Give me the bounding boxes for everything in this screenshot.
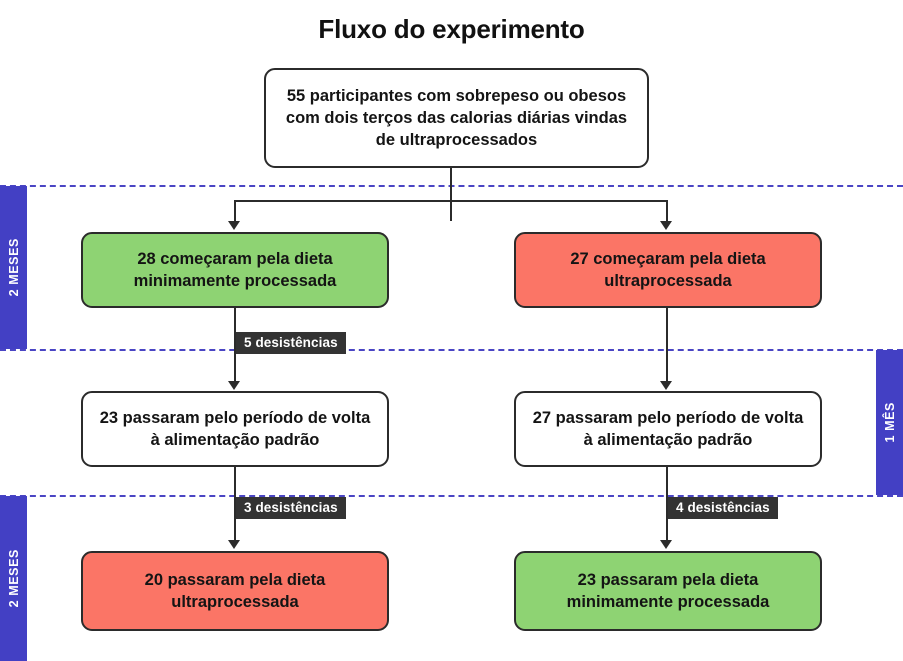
arrowhead-to-green-b [660, 540, 672, 549]
phase-separator-3 [0, 495, 903, 497]
connector-washout-left-to-red-b [234, 467, 237, 541]
node-washout-right: 27 passaram pelo período de volta à alim… [514, 391, 822, 467]
dropout-badge-after-first-phase-left: 5 desistências [236, 332, 346, 354]
dropout-badge-after-washout-right: 4 desistências [668, 497, 778, 519]
node-washout-left: 23 passaram pelo período de volta à alim… [81, 391, 389, 467]
phase-bar-left-top-label: 2 MESES [6, 238, 21, 297]
arrowhead-to-washout-right [660, 381, 672, 390]
phase-bar-left-top: 2 MESES [0, 186, 27, 349]
arrowhead-to-red-a [660, 221, 672, 230]
arrowhead-to-red-b [228, 540, 240, 549]
node-start-ultraprocessed: 27 começaram pela dieta ultraprocessada [514, 232, 822, 308]
phase-bar-right-middle-label: 1 MÊS [882, 402, 897, 443]
connector-red-a-to-washout-right [666, 308, 669, 382]
connector-enrollment-stem [450, 168, 453, 221]
connector-green-a-to-washout-left [234, 308, 237, 382]
connector-washout-right-to-green-b [666, 467, 669, 541]
phase-bar-left-bottom-label: 2 MESES [6, 549, 21, 608]
phase-bar-right-middle: 1 MÊS [876, 350, 903, 495]
connector-split-left-drop [234, 200, 237, 223]
phase-separator-2 [0, 349, 903, 351]
dropout-badge-after-washout-left: 3 desistências [236, 497, 346, 519]
node-end-minimally-processed: 23 passaram pela dieta minimamente proce… [514, 551, 822, 631]
arrowhead-to-green-a [228, 221, 240, 230]
node-start-minimally-processed: 28 começaram pela dieta minimamente proc… [81, 232, 389, 308]
arrowhead-to-washout-left [228, 381, 240, 390]
connector-split-right-drop [666, 200, 669, 223]
connector-split-horizontal [235, 200, 667, 203]
phase-bar-left-bottom: 2 MESES [0, 496, 27, 661]
node-end-ultraprocessed: 20 passaram pela dieta ultraprocessada [81, 551, 389, 631]
page-title: Fluxo do experimento [318, 14, 585, 44]
node-enrollment: 55 participantes com sobrepeso ou obesos… [264, 68, 649, 168]
